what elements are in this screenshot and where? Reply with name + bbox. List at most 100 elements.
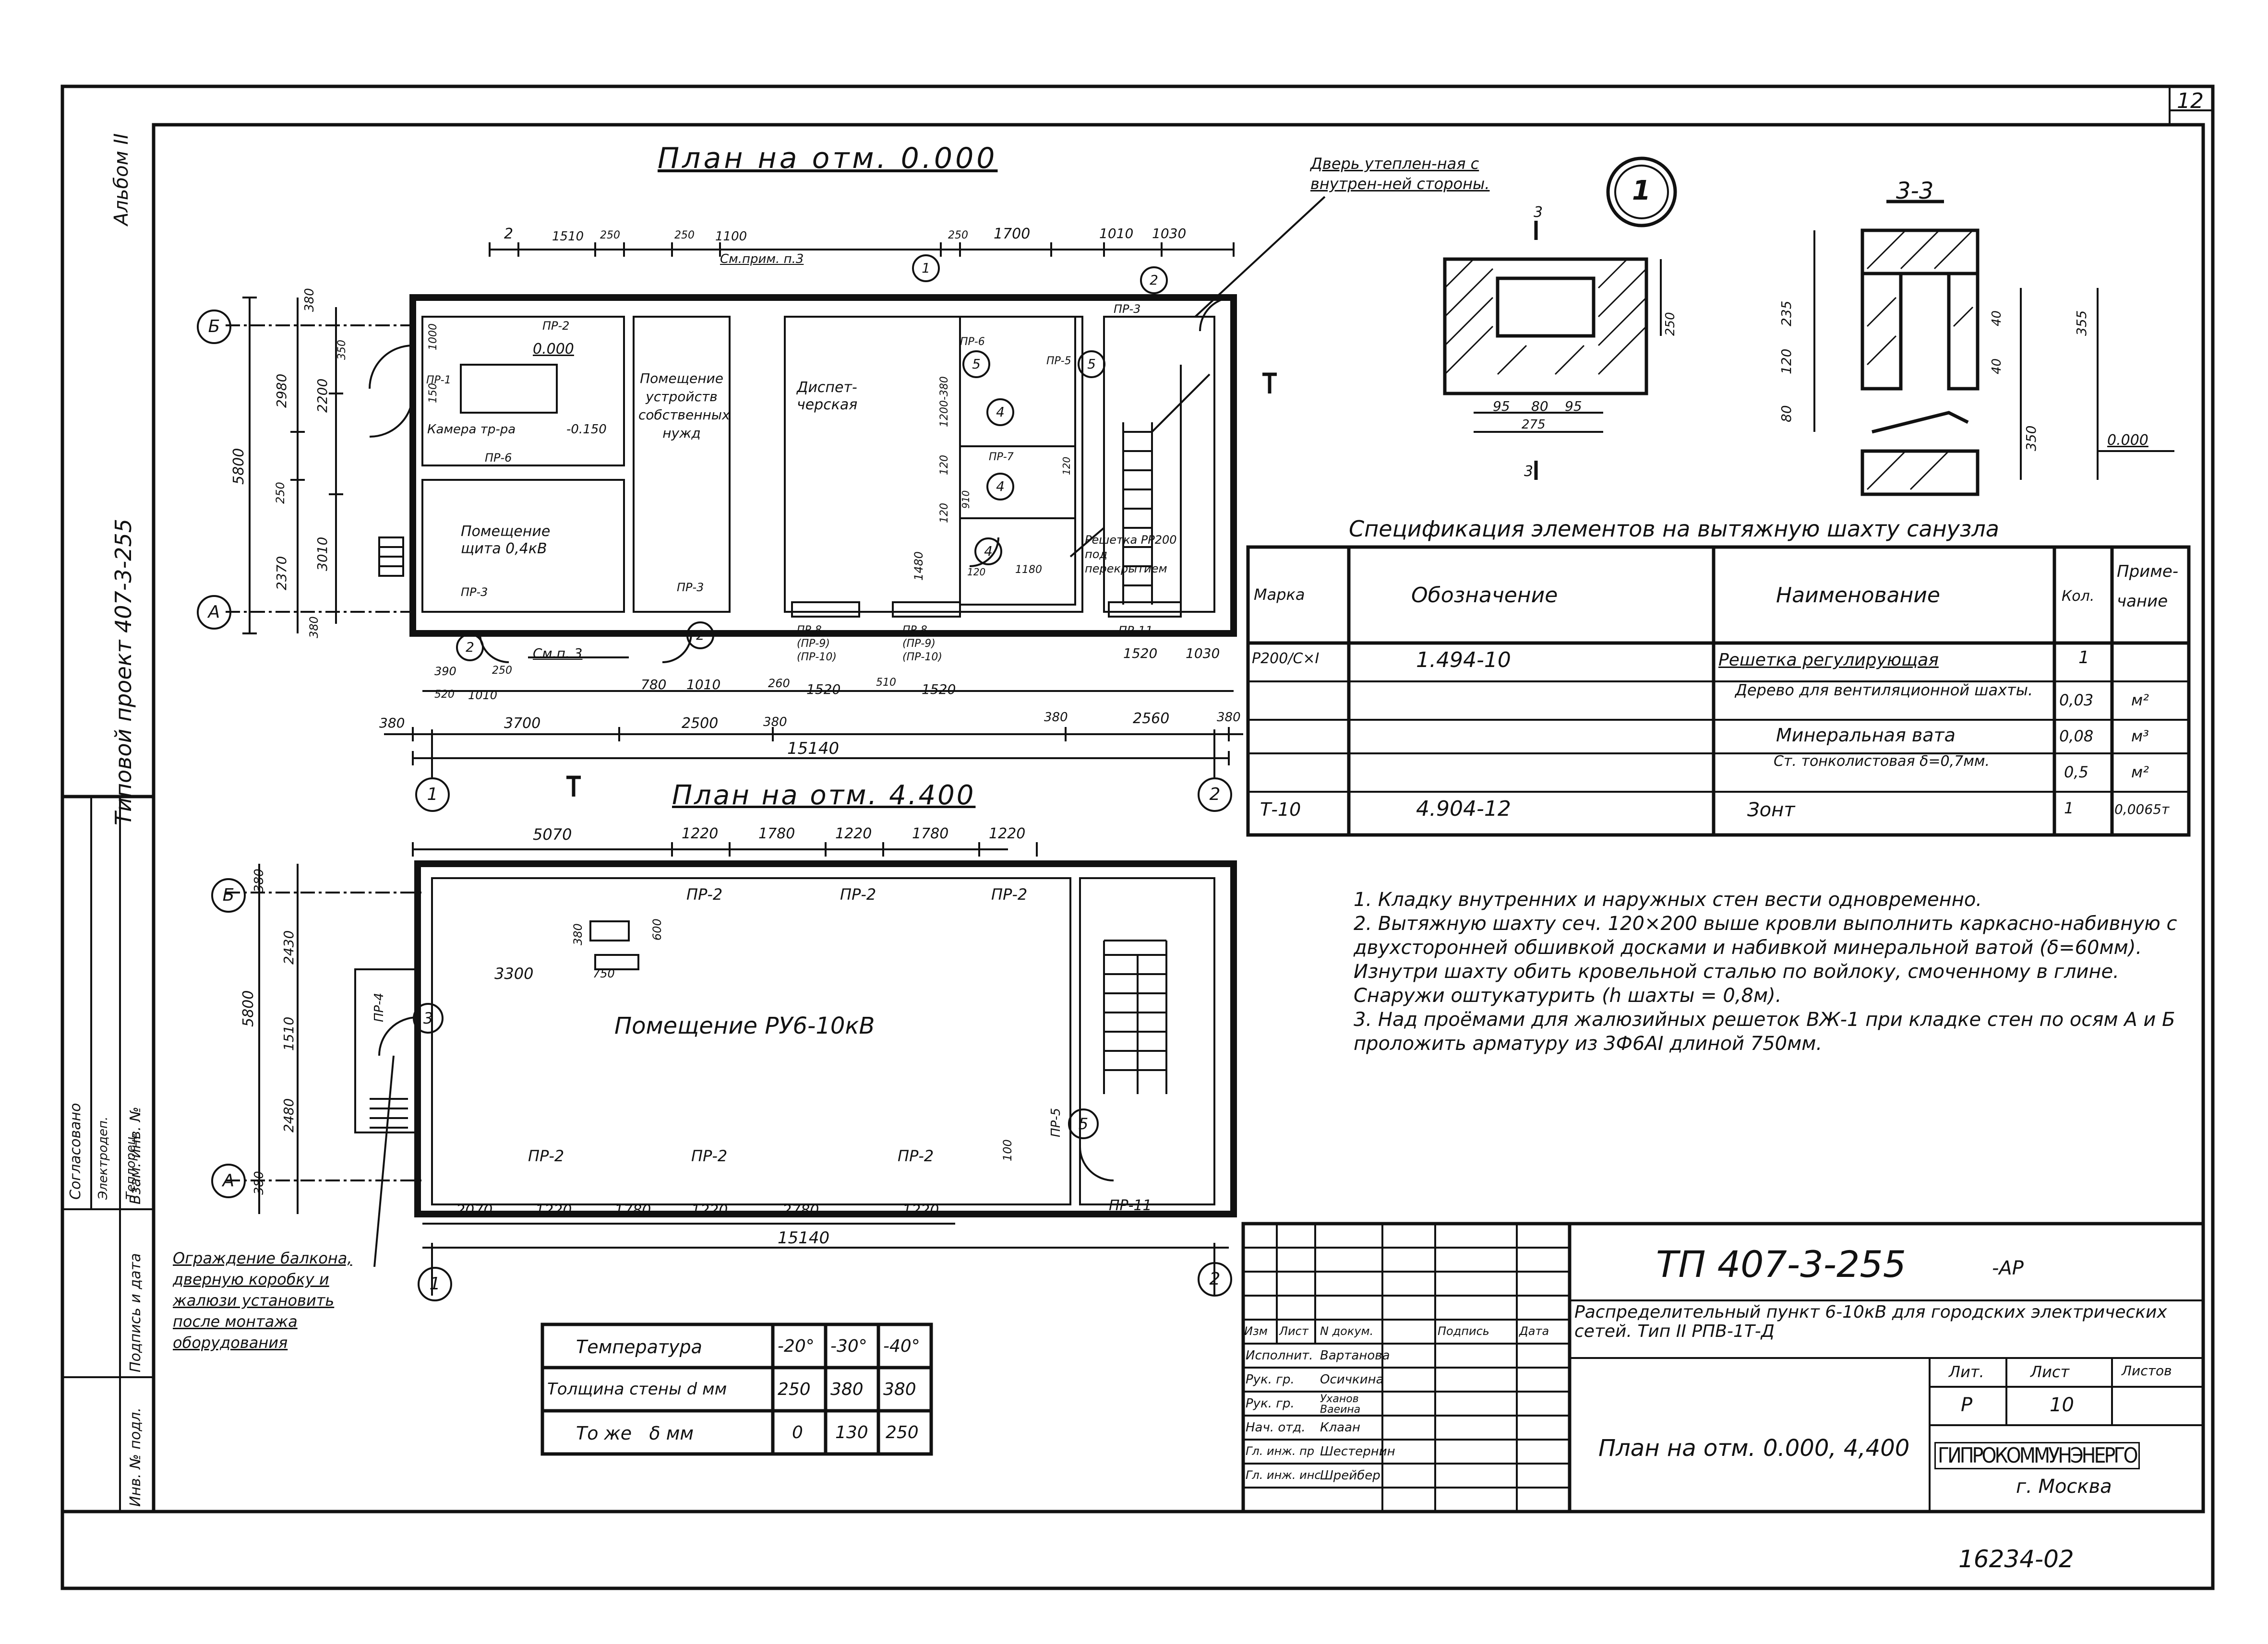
- dim: 1180: [1015, 564, 1042, 576]
- spec-header-note: Приме-чание: [2117, 562, 2179, 611]
- dim: 95: [1565, 398, 1582, 414]
- dim: 380: [307, 616, 321, 638]
- stairs-plan1: [1122, 365, 1211, 605]
- temp-table-grid: [540, 1322, 933, 1456]
- tb-lit-value: 10: [2050, 1394, 2074, 1416]
- section1-mark: 1: [1632, 175, 1651, 206]
- dim: 1520: [806, 681, 841, 697]
- dim: 250: [674, 229, 695, 241]
- dim: 2070: [456, 1202, 493, 1219]
- tb-lit-header: Листов: [2122, 1363, 2172, 1379]
- dim: 1220: [691, 1202, 728, 1219]
- dim: 1000: [427, 323, 439, 350]
- dim: 250: [492, 665, 512, 677]
- tb-lit-header: Лист: [2030, 1363, 2070, 1381]
- spec-cell: Зонт: [1747, 799, 1795, 821]
- tb-lit-value: Р: [1961, 1394, 1973, 1416]
- tb-city: г. Москва: [2016, 1476, 2112, 1498]
- door-note: Дверь утеплен-ная с внутрен-ней стороны.: [1310, 155, 1490, 193]
- dim: 380: [302, 288, 317, 312]
- dim: 1220: [535, 1202, 572, 1219]
- dim: 380: [571, 923, 585, 945]
- dim: 150: [427, 383, 439, 403]
- room-panel: Помещение щита 0,4кВ: [461, 523, 551, 557]
- dim: 1700: [994, 226, 1031, 242]
- dim: 5800: [240, 990, 257, 1027]
- dim: 1520: [922, 681, 956, 697]
- opening-label: ПР-8 (ПР-9) (ПР-10): [902, 624, 942, 663]
- opening-label: ПР-2: [898, 1147, 934, 1165]
- opening-label: ПР-2: [542, 319, 570, 333]
- axis-b: Б: [197, 310, 231, 344]
- dim: 40: [1990, 310, 2004, 326]
- spec-cell: Р200/С×I: [1252, 650, 1320, 667]
- title-suffix: -АР: [1992, 1257, 2024, 1279]
- side-stamp-grid: [60, 795, 156, 1513]
- dim: 1200-380: [938, 376, 950, 427]
- room-transformer: Камера тр-ра: [427, 422, 516, 437]
- temp-cell: 250: [778, 1380, 811, 1399]
- dim: 1480: [912, 551, 925, 581]
- side-row: Теплорец.: [124, 1132, 138, 1200]
- plan2-room: Помещение РУ6-10кВ: [614, 1013, 875, 1039]
- spec-cell: Ст. тонколистовая δ=0,7мм.: [1773, 753, 1990, 770]
- see-note-2: См.п. 3: [533, 645, 583, 661]
- dim: 1010: [686, 677, 721, 692]
- title-description: Распределительный пункт 6-10кВ для город…: [1574, 1302, 2167, 1341]
- callout: 5: [1078, 350, 1105, 378]
- opening-label: ПР-7: [989, 451, 1014, 463]
- dim: 1510: [552, 229, 584, 244]
- dim: 2560: [1133, 710, 1170, 727]
- sheet-number: 12: [2177, 89, 2204, 113]
- dim: 1030: [1186, 645, 1220, 661]
- tb-name: Клаан: [1320, 1420, 1360, 1435]
- axis-b: Б: [211, 878, 246, 913]
- tb-header: Изм: [1244, 1324, 1268, 1338]
- spec-header-designation: Обозначение: [1411, 583, 1558, 608]
- spec-cell: 1.494-10: [1416, 648, 1511, 672]
- dim: 275: [1522, 417, 1546, 432]
- dim: 2: [504, 226, 514, 242]
- tb-header: N докум.: [1320, 1324, 1374, 1338]
- callout: 2: [686, 621, 714, 649]
- temp-cell: -40°: [883, 1336, 920, 1356]
- dim: 3010: [314, 536, 330, 571]
- axis-2: 2: [1198, 777, 1232, 812]
- tb-role: Гл. инж. пр: [1246, 1444, 1315, 1458]
- tb-role: Нач. отд.: [1246, 1420, 1306, 1435]
- spec-cell: 0,0065т: [2114, 801, 2170, 817]
- axis-a: А: [211, 1164, 246, 1198]
- spec-cell: Дерево для вентиляционной шахты.: [1735, 681, 2033, 699]
- dim: 1220: [902, 1202, 939, 1219]
- opening-label: ПР-2: [691, 1147, 728, 1165]
- spec-title: Спецификация элементов на вытяжную шахту…: [1349, 516, 1999, 542]
- temp-cell: 380: [830, 1380, 864, 1399]
- spec-cell: м²: [2131, 691, 2149, 709]
- axis-2: 2: [1198, 1262, 1232, 1297]
- callout: 3: [413, 1003, 444, 1034]
- dim: 380: [1217, 710, 1241, 725]
- dim: 5070: [533, 825, 572, 844]
- dim: 250: [274, 482, 287, 504]
- callout: 4: [986, 398, 1014, 426]
- side-label: Подпись и дата: [127, 1253, 144, 1373]
- dim: 235: [1778, 300, 1794, 326]
- opening-label: ПР-1: [426, 374, 451, 386]
- tb-header: Подпись: [1438, 1324, 1489, 1338]
- project-side-label: Типовой проект 407-3-255: [110, 519, 136, 825]
- dim: 355: [2074, 310, 2089, 336]
- side-label: Инв. № подл.: [127, 1407, 144, 1507]
- album-label: Альбом II: [110, 133, 132, 226]
- callout: 2: [1140, 266, 1168, 294]
- dim: 3300: [494, 965, 534, 983]
- tb-sheet-title: План на отм. 0.000, 4,400: [1598, 1435, 1910, 1462]
- dim: 780: [641, 677, 667, 692]
- dim: 380: [379, 715, 405, 731]
- axis-1: 1: [418, 1267, 452, 1301]
- dim: 380: [1044, 710, 1068, 725]
- opening-label: ПР-2: [686, 885, 723, 904]
- opening-label: ПР-5: [1049, 1108, 1063, 1137]
- note-item: 3. Над проёмами для жалюзийных решеток В…: [1354, 1009, 2175, 1055]
- dim: 1220: [682, 825, 719, 842]
- dim: 600: [650, 918, 664, 941]
